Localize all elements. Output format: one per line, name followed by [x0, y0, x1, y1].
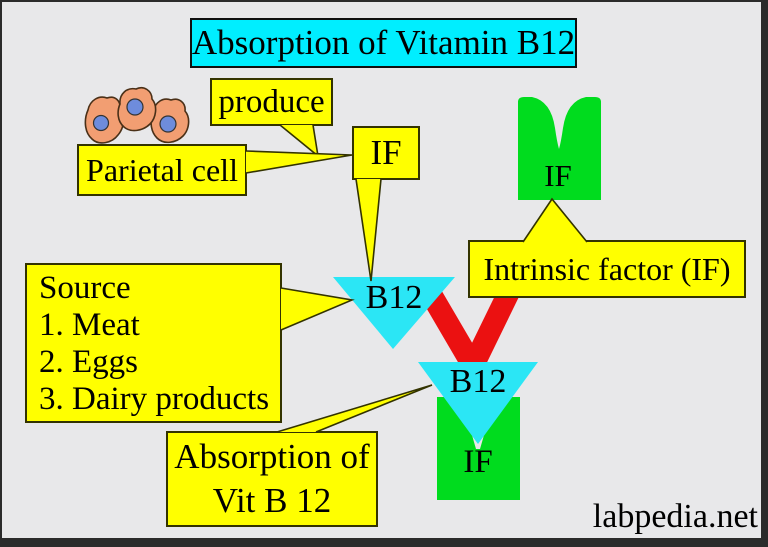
produce-callout-tail	[279, 124, 320, 158]
source-callout-tail	[280, 287, 355, 331]
source-list-callout: Source 1. Meat 2. Eggs 3. Dairy products	[25, 263, 282, 423]
parietal-callout-tail	[245, 150, 353, 174]
parietal-cell-callout: Parietal cell	[77, 144, 247, 196]
b12-bound-label: B12	[449, 363, 507, 400]
if-receptor-label: IF	[544, 158, 572, 193]
cell-nucleus-middle	[126, 98, 144, 116]
b12-bound-triangle	[418, 362, 538, 444]
intrinsic-factor-callout: Intrinsic factor (IF)	[468, 240, 746, 298]
absorption-callout-line2: Vit B 12	[212, 481, 332, 520]
cell-nucleus-left	[92, 114, 110, 132]
diagram-title: Absorption of Vitamin B12	[190, 18, 577, 68]
if-callout: IF	[352, 126, 420, 180]
absorption-callout-line1: Absorption of	[174, 437, 370, 476]
parietal-cell-callout-text: Parietal cell	[86, 151, 238, 188]
intrinsic-callout-tail	[522, 197, 588, 243]
b12-free-label: B12	[365, 279, 423, 316]
intrinsic-factor-receptor-shape	[518, 97, 601, 200]
absorption-callout-tail	[276, 384, 433, 433]
bound-if-block-shape	[437, 397, 520, 500]
watermark-text: labpedia.net	[592, 498, 758, 535]
produce-callout-text: produce	[218, 83, 325, 120]
parietal-cells-illustration	[84, 86, 190, 144]
absorption-callout: Absorption of Vit B 12	[166, 431, 378, 527]
source-item-eggs: 2. Eggs	[39, 344, 138, 380]
produce-callout: produce	[210, 78, 333, 126]
diagram-title-text: Absorption of Vitamin B12	[191, 23, 576, 62]
if-callout-text: IF	[370, 133, 402, 172]
source-heading: Source	[39, 270, 131, 306]
if-bound-label: IF	[463, 444, 493, 480]
b12-free-triangle	[333, 277, 455, 349]
cell-nucleus-right	[159, 115, 177, 133]
source-item-dairy: 3. Dairy products	[39, 381, 270, 417]
intrinsic-factor-callout-text: Intrinsic factor (IF)	[483, 250, 731, 287]
if-callout-tail	[355, 178, 382, 282]
source-item-meat: 1. Meat	[39, 307, 140, 343]
